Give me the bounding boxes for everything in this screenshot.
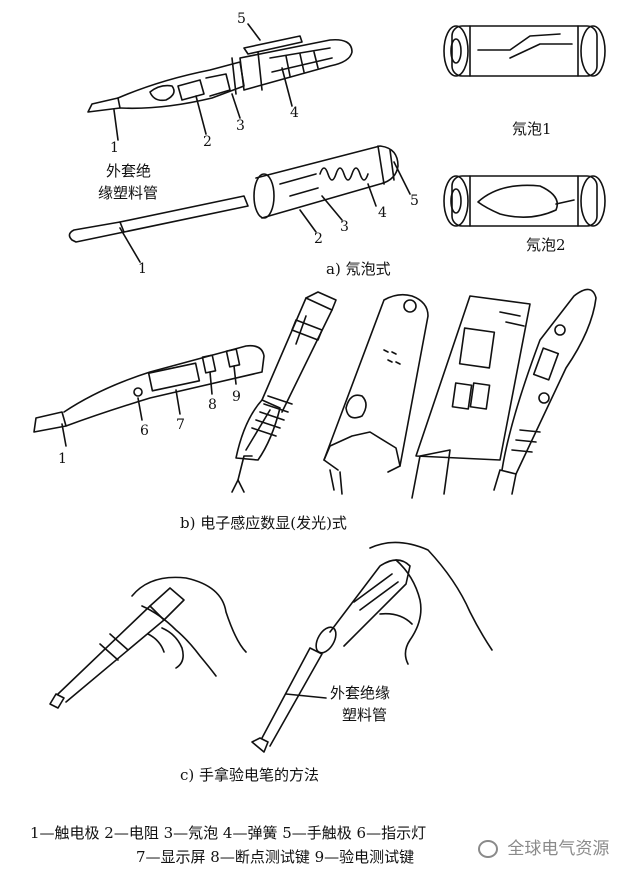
hand-holding-pen-left: [50, 577, 246, 708]
wechat-icon: [478, 840, 498, 858]
part-number: 5: [237, 11, 246, 27]
neon-bulb-2-label: 氖泡2: [526, 236, 566, 254]
part-number: 1: [110, 140, 119, 156]
part-number: 6: [140, 423, 149, 439]
part-number: 8: [208, 397, 217, 413]
electronic-induction-pen-slim: [494, 289, 596, 494]
outer-tube-c-label-line1: 外套绝缘: [330, 684, 391, 702]
neon-bulb-2: [444, 176, 605, 226]
watermark: 全球电气资源: [478, 834, 609, 859]
electronic-induction-pen-display: [412, 296, 530, 498]
part-number: 4: [378, 205, 387, 221]
part-number: 1: [138, 261, 147, 277]
part-number: 4: [290, 105, 299, 121]
neon-bulb-1: [444, 26, 605, 76]
hand-holding-pen-right: [252, 542, 492, 752]
neon-bulb-1-label: 氖泡1: [512, 120, 552, 138]
part-number: 2: [203, 134, 212, 150]
caption-a: a) 氖泡式: [326, 260, 391, 278]
digital-display-pen: [34, 346, 264, 446]
legend-line-2: 7—显示屏 8—断点测试键 9—验电测试键: [136, 848, 415, 866]
part-number: 3: [340, 219, 349, 235]
outer-tube-c-label-line2: 塑料管: [342, 706, 388, 724]
part-number: 1: [58, 451, 67, 467]
part-number: 3: [236, 118, 245, 134]
part-number: 7: [176, 417, 185, 433]
pen-neon-type-pocket: [88, 24, 352, 140]
electronic-induction-pen-flat: [324, 295, 428, 494]
part-number: 2: [314, 231, 323, 247]
legend-line-1: 1—触电极 2—电阻 3—氖泡 4—弹簧 5—手触极 6—指示灯: [30, 824, 427, 842]
electronic-induction-pen-ribbed: [232, 292, 336, 492]
part-number: 5: [410, 193, 419, 209]
outer-tube-label-line1: 外套绝: [106, 162, 152, 180]
screwdriver-neon-tester: [69, 146, 410, 262]
watermark-text: 全球电气资源: [507, 839, 610, 859]
caption-c: c) 手拿验电笔的方法: [180, 766, 320, 784]
outer-tube-label-line2: 缘塑料管: [98, 184, 159, 202]
part-number: 9: [232, 389, 241, 405]
caption-b: b) 电子感应数显(发光)式: [180, 514, 347, 532]
